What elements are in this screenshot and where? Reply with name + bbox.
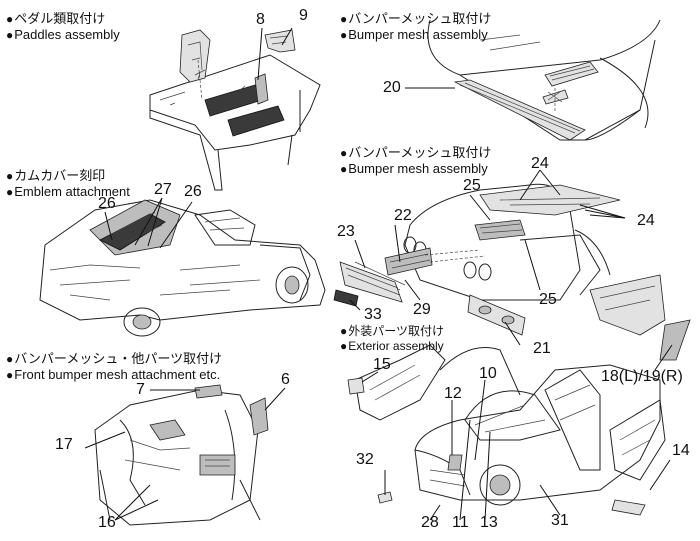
part-number-16: 16: [98, 514, 116, 531]
section-jp-label: 外装パーツ取付け: [348, 324, 445, 338]
section-en-label: Paddles assembly: [14, 27, 120, 42]
part-number-33: 33: [364, 306, 382, 323]
part-number-24-right: 24: [637, 212, 655, 229]
part-number-17: 17: [55, 436, 73, 453]
part-number-22: 22: [394, 207, 412, 224]
part-number-31: 31: [551, 512, 569, 529]
section-jp-label: バンパーメッシュ取付け: [348, 145, 492, 160]
bullet-icon: ●: [6, 169, 14, 183]
part-number-6: 6: [281, 371, 290, 388]
part-number-12: 12: [444, 385, 462, 402]
section-en-label: Emblem attachment: [14, 184, 130, 199]
part-number-32: 32: [356, 451, 374, 468]
bullet-icon: ●: [6, 368, 14, 382]
part-number-15: 15: [373, 356, 391, 373]
section-exterior-caption: ●外装パーツ取付け ●Exterior assembly: [340, 324, 444, 354]
part-number-23: 23: [337, 223, 355, 240]
part-number-24-top: 24: [531, 155, 549, 172]
part-number-20: 20: [383, 79, 401, 96]
part-number-18-19: 18(L)/19(R): [601, 368, 683, 385]
exterior-assembly-drawing: [347, 344, 671, 521]
part-number-27: 27: [154, 181, 172, 198]
part-number-28: 28: [421, 514, 439, 531]
side-panel-drawing: [589, 274, 691, 371]
part-number-10: 10: [479, 365, 497, 382]
section-en-label: Bumper mesh assembly: [348, 27, 488, 42]
bullet-icon: ●: [340, 28, 348, 42]
bullet-icon: ●: [340, 324, 348, 338]
bullet-icon: ●: [6, 185, 14, 199]
part-number-13: 13: [480, 514, 498, 531]
bullet-icon: ●: [340, 12, 348, 26]
front-bumper-drawing: [84, 384, 286, 526]
part-number-21: 21: [533, 340, 551, 357]
section-jp-label: バンパーメッシュ取付け: [348, 11, 492, 26]
bullet-icon: ●: [6, 12, 14, 26]
section-jp-label: ペダル類取付け: [14, 11, 106, 26]
part-number-26-left: 26: [98, 195, 116, 212]
bullet-icon: ●: [6, 28, 14, 42]
bullet-icon: ●: [340, 339, 348, 353]
paddles-assembly-drawing: [149, 27, 321, 191]
section-paddles-caption: ●ペダル類取付け ●Paddles assembly: [6, 11, 120, 43]
section-en-label: Exterior assembly: [348, 339, 444, 353]
rear-bumper-mesh-drawing: [405, 19, 661, 141]
part-number-14: 14: [672, 442, 690, 459]
part-number-25-bottom: 25: [539, 291, 557, 308]
bullet-icon: ●: [340, 162, 348, 176]
section-bumper-mesh-caption: ●バンパーメッシュ取付け ●Bumper mesh assembly: [340, 11, 491, 43]
bullet-icon: ●: [340, 146, 348, 160]
part-number-26-right: 26: [184, 183, 202, 200]
section-jp-label: バンパーメッシュ・他パーツ取付け: [14, 351, 223, 366]
part-number-8: 8: [256, 11, 265, 28]
bumper-mesh-assembly-drawing: [333, 169, 626, 346]
bullet-icon: ●: [6, 352, 14, 366]
part-number-11: 11: [452, 514, 469, 531]
section-emblem-caption: ●カムカバー刻印 ●Emblem attachment: [6, 168, 130, 200]
part-number-25-top: 25: [463, 177, 481, 194]
part-number-7: 7: [136, 381, 145, 398]
section-bumper-mesh-2-caption: ●バンパーメッシュ取付け ●Bumper mesh assembly: [340, 145, 491, 177]
section-en-label: Front bumper mesh attachment etc.: [14, 367, 221, 382]
emblem-attachment-drawing: [39, 197, 326, 337]
part-number-9: 9: [299, 7, 308, 24]
section-front-bumper-caption: ●バンパーメッシュ・他パーツ取付け ●Front bumper mesh att…: [6, 351, 222, 383]
section-jp-label: カムカバー刻印: [14, 168, 106, 183]
section-en-label: Bumper mesh assembly: [348, 161, 488, 176]
part-number-29: 29: [413, 301, 431, 318]
